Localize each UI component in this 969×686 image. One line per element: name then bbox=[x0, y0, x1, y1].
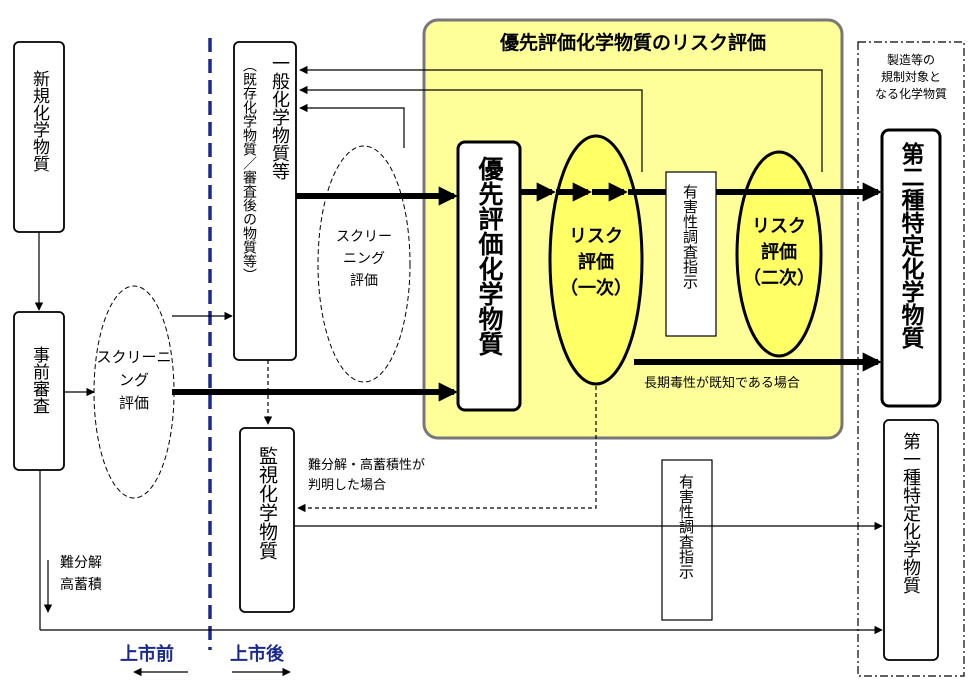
pre-review-label: 事前審査 bbox=[29, 346, 49, 414]
regulated-label: 製造等の 規制対象と なる化学物質 bbox=[874, 53, 947, 101]
class2-box bbox=[880, 128, 942, 408]
class2-label: 第二種特定化学物質 bbox=[897, 142, 923, 349]
priority-substance-box bbox=[456, 140, 522, 412]
pre-review-box bbox=[13, 311, 65, 471]
priority-substance-label: 優先評価化学物質 bbox=[475, 156, 504, 356]
persistence-note: 難分解・高蓄積性が 判明した場合 bbox=[308, 458, 426, 493]
risk-secondary-ellipse bbox=[735, 150, 823, 358]
class1-box bbox=[883, 419, 939, 661]
hazard-order-top-label: 有害性調査指示 bbox=[681, 184, 699, 289]
panel-title: 優先評価化学物質のリスク評価 bbox=[499, 32, 766, 54]
hazard-order-box-bottom bbox=[661, 459, 713, 621]
monitoring-box bbox=[239, 427, 295, 613]
general-note-label: （既存化学物質／審査後の物質等） bbox=[241, 58, 257, 282]
general-substance-box bbox=[233, 41, 297, 361]
new-substance-label: 新規化学物質 bbox=[29, 70, 49, 172]
class1-label: 第一種特定化学物質 bbox=[900, 432, 921, 594]
after-market-label: 上市後 bbox=[230, 644, 284, 665]
hazard-order-box-top bbox=[665, 171, 717, 337]
screening-mid-label: スクリー ニング 評価 bbox=[336, 229, 392, 289]
thick-arrows bbox=[172, 182, 882, 402]
risk-primary-label: リスク 評価 （一次） bbox=[560, 226, 632, 299]
persistence-left-label: 難分解 高蓄積 bbox=[60, 555, 102, 593]
risk-secondary-label: リスク 評価 （二次） bbox=[743, 216, 815, 289]
before-market-label: 上市前 bbox=[120, 644, 174, 665]
hazard-order-bottom-label: 有害性調査指示 bbox=[677, 474, 695, 579]
thin-arrows bbox=[34, 65, 883, 635]
monitoring-label: 監視化学物質 bbox=[256, 446, 278, 560]
screening-left-label: スクリーニング 評価 bbox=[96, 348, 172, 412]
general-substance-label: 一般化学物質等 bbox=[269, 54, 290, 180]
screening-ellipse-mid bbox=[317, 145, 411, 383]
long-term-note: 長期毒性が既知である場合 bbox=[644, 376, 800, 391]
